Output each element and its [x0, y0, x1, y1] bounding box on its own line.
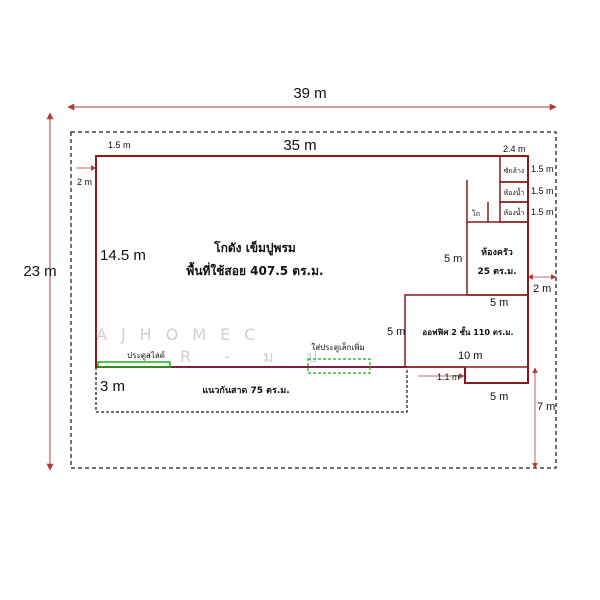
kitchen-room [466, 221, 529, 296]
top-offset-label: 2 m [77, 177, 92, 187]
canopy-label: แนวกันสาด 75 ตร.ม. [202, 385, 289, 396]
sliding-door [97, 361, 171, 368]
kitchen-height-label: 5 m [444, 253, 462, 265]
office-room [404, 294, 529, 368]
overall-width-label: 39 m [293, 85, 326, 102]
top-right-width-label: 2.4 m [503, 144, 526, 154]
notch-width-label: 1.1 m [437, 372, 460, 382]
lot-boundary [70, 131, 557, 469]
room1-height-label: 1.5 m [531, 164, 554, 174]
small-door-label: ใส่ประตูเล็กเพิ่ม [311, 341, 364, 353]
bath1-label: ห้องน้ำ [504, 186, 525, 197]
kitchen-area: 25 ตร.ม. [477, 267, 516, 277]
canopy-outline [95, 367, 408, 413]
overall-height-label: 23 m [23, 263, 56, 280]
left-offset-label: 1.5 m [108, 140, 131, 150]
office-width-label: 10 m [458, 350, 482, 362]
office-top-width-label: 5 m [490, 297, 508, 309]
kitchen-label: ห้องครัว [481, 247, 513, 258]
building-width-label: 35 m [283, 137, 316, 154]
watermark-line2: R - ม ป [180, 347, 331, 366]
right-offset-label: 2 m [533, 283, 551, 295]
office-height-label: 5 m [387, 326, 405, 338]
small-door [307, 358, 371, 374]
warehouse-title: โกดัง เข็มปูพรม [213, 240, 296, 256]
laundry-label: ซักล้าง [504, 167, 525, 175]
warehouse-area: พื้นที่ใช้สอย 407.5 ตร.ม. [186, 261, 323, 278]
watermark-line1: AJHOMEC [96, 325, 269, 344]
room3-height-label: 1.5 m [531, 207, 554, 217]
front-strip-label: 3 m [100, 378, 125, 395]
room2-height-label: 1.5 m [531, 186, 554, 196]
bottom-right-width-label: 5 m [490, 391, 508, 403]
bath2-label: ห้องน้ำ [504, 206, 525, 217]
stair-label: โถ [472, 209, 480, 218]
building-depth-label: 14.5 m [100, 247, 146, 264]
office-label: ออฟฟิศ 2 ชั้น 110 ตร.ม. [422, 326, 513, 337]
bottom-right-height-label: 7 m [537, 401, 555, 413]
sliding-door-label: ประตูสไลด์ [127, 350, 165, 361]
